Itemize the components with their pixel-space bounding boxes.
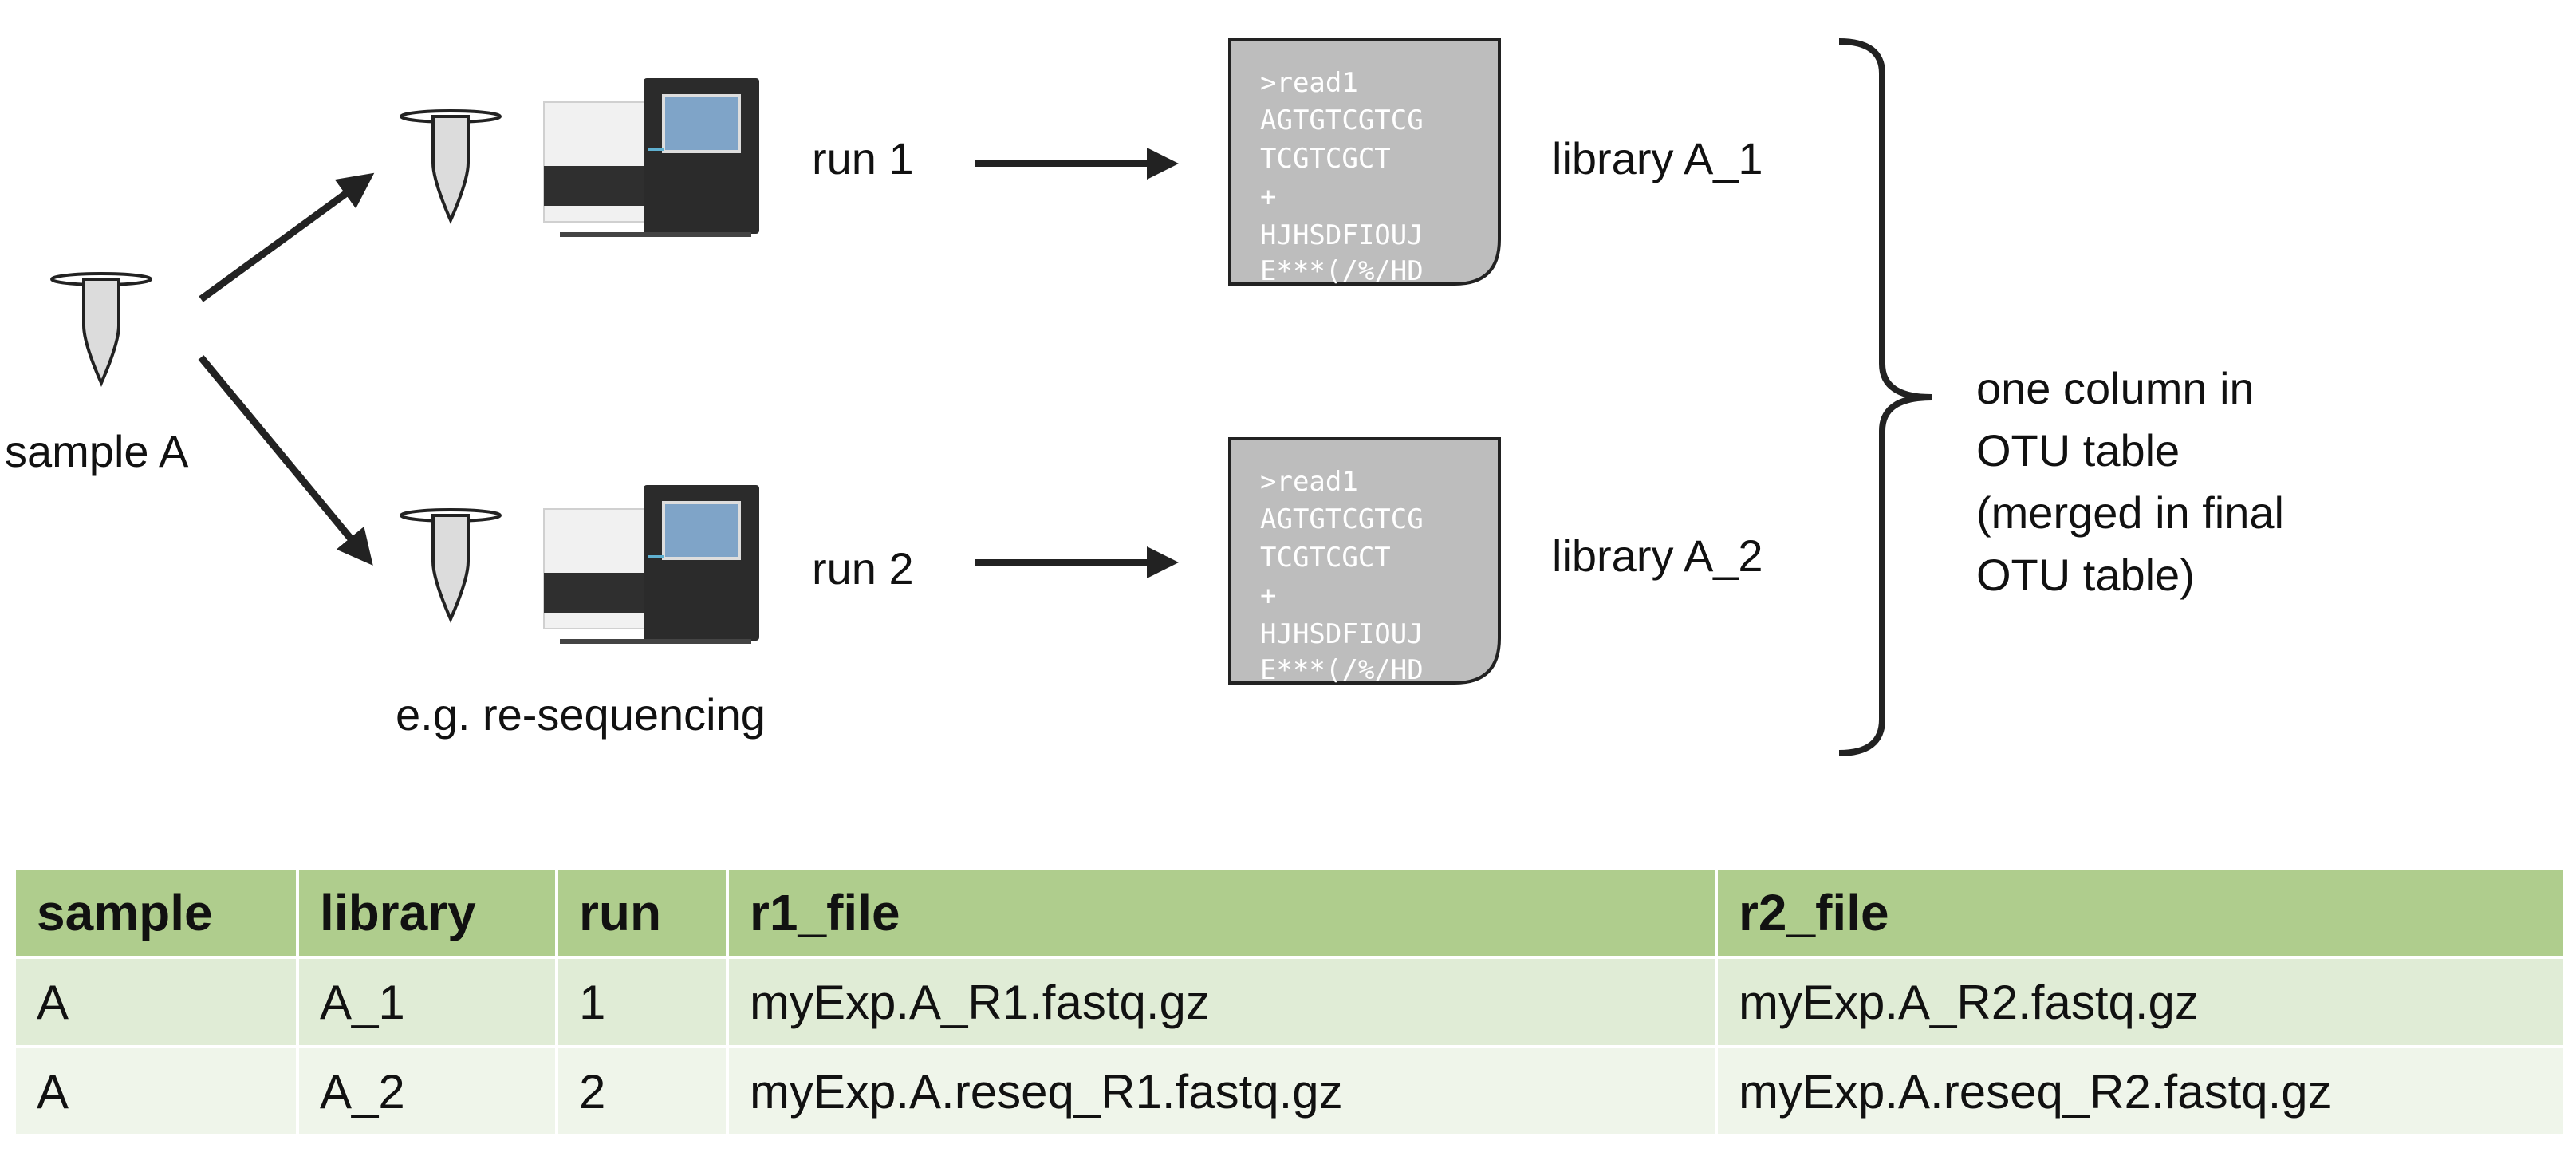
library-label: library A_1 (1552, 133, 1763, 183)
run-label: run 2 (812, 543, 914, 594)
library-label: library A_2 (1552, 531, 1763, 581)
sample-tube-icon (50, 272, 152, 385)
table-row: A A_2 2 myExp.A.reseq_R1.fastq.gz myExp.… (13, 1045, 2566, 1138)
column-header-library: library (296, 866, 558, 959)
table-header-row: sample library run r1_file r2_file (13, 866, 2566, 959)
table-cell-sample: A (13, 956, 299, 1048)
fastq-card-run2: >read1 AGTGTCGTCG TCGTCGCT + HJHSDFIOUJ … (1228, 437, 1501, 686)
library-tube-icon (400, 109, 502, 222)
fastq-line: >read1 (1260, 67, 1358, 99)
table-cell-library: A_2 (296, 1045, 558, 1138)
merge-note-line: OTU table) (1976, 550, 2195, 600)
resequencing-note: e.g. re-sequencing (396, 689, 766, 740)
fastq-line: E***(/%/HD (1260, 255, 1424, 287)
table-row: A A_1 1 myExp.A_R1.fastq.gz myExp.A_R2.f… (13, 956, 2566, 1048)
column-header-run: run (555, 866, 729, 959)
fastq-line: HJHSDFIOUJ (1260, 618, 1424, 650)
fastq-line: >read1 (1260, 466, 1358, 498)
table-cell-run: 2 (555, 1045, 729, 1138)
merge-brace (1838, 38, 1932, 756)
merge-note: one column in OTU table (merged in final… (1976, 363, 2284, 600)
table-cell-r2-file: myExp.A_R2.fastq.gz (1715, 956, 2566, 1048)
library-tube-icon (400, 508, 502, 621)
column-header-r2-file: r2_file (1715, 866, 2566, 959)
sample-sheet-table-container: sample library run r1_file r2_file A A_1… (13, 866, 2566, 1138)
column-header-sample: sample (13, 866, 299, 959)
sequencer-icon (542, 77, 761, 239)
fastq-line: AGTGTCGTCG (1260, 503, 1424, 535)
merge-note-line: (merged in final (1976, 487, 2284, 538)
fastq-card-run1: >read1 AGTGTCGTCG TCGTCGCT + HJHSDFIOUJ … (1228, 38, 1501, 287)
fastq-line: HJHSDFIOUJ (1260, 219, 1424, 251)
sequencer-icon (542, 483, 761, 645)
sample-label: sample A (5, 426, 189, 476)
run-label: run 1 (812, 133, 914, 183)
table-cell-run: 1 (555, 956, 729, 1048)
fastq-line: TCGTCGCT (1260, 143, 1391, 175)
merge-note-line: OTU table (1976, 425, 2180, 475)
fastq-line: + (1260, 181, 1276, 213)
table-cell-library: A_1 (296, 956, 558, 1048)
fastq-line: + (1260, 580, 1276, 612)
merge-note-line: one column in (1976, 363, 2255, 413)
table-cell-r2-file: myExp.A.reseq_R2.fastq.gz (1715, 1045, 2566, 1138)
workflow-diagram: sample A run 1 >read1 AGTGTCGTCG TCGTCGC… (5, 38, 2284, 756)
fastq-line: E***(/%/HD (1260, 654, 1424, 686)
column-header-r1-file: r1_file (726, 866, 1718, 959)
fastq-line: AGTGTCGTCG (1260, 105, 1424, 136)
table-cell-sample: A (13, 1045, 299, 1138)
split-arrow-run2 (198, 355, 373, 566)
table-cell-r1-file: myExp.A_R1.fastq.gz (726, 956, 1718, 1048)
split-arrow-run1 (199, 172, 375, 302)
table-cell-r1-file: myExp.A.reseq_R1.fastq.gz (726, 1045, 1718, 1138)
fastq-line: TCGTCGCT (1260, 542, 1391, 574)
sample-sheet-table: sample library run r1_file r2_file A A_1… (13, 866, 2566, 1138)
